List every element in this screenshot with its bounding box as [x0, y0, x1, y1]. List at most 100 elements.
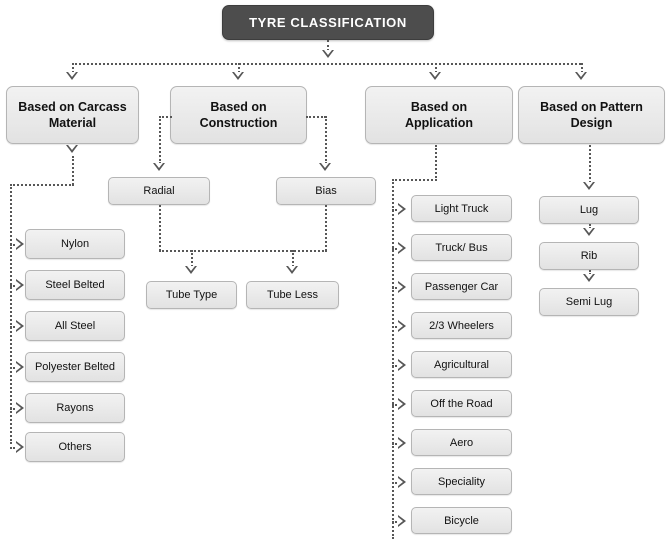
- node-bias[interactable]: Bias: [276, 177, 376, 205]
- leaf-label: Bias: [315, 185, 337, 197]
- connector-construction-right-elbow: [306, 116, 326, 118]
- leaf-node-truck-bus[interactable]: Truck/ Bus: [411, 234, 512, 261]
- leaf-label: Others: [58, 441, 92, 453]
- branch-node-construction[interactable]: Based on Construction: [170, 86, 307, 144]
- connector-carcass-tick-4: [10, 408, 18, 410]
- connector-application-tick-3: [392, 326, 400, 328]
- leaf-label: Speciality: [437, 475, 486, 488]
- arrow-application-item-5: [398, 398, 406, 410]
- arrow-rib-down: [583, 228, 595, 236]
- leaf-node-agricultural[interactable]: Agricultural: [411, 351, 512, 378]
- branch-pattern-label-line2: Design: [570, 116, 613, 130]
- leaf-label: All Steel: [54, 320, 96, 332]
- arrow-application-item-3: [398, 320, 406, 332]
- connector-carcass-stem: [72, 156, 74, 185]
- node-rib[interactable]: Rib: [539, 242, 639, 270]
- leaf-node-off-the-road[interactable]: Off the Road: [411, 390, 512, 417]
- connector-carcass-tick-2: [10, 326, 18, 328]
- branch-construction-label-line1: Based on: [210, 100, 267, 114]
- branch-application-label-line1: Based on: [410, 100, 468, 114]
- arrow-carcass-item-3: [16, 361, 24, 373]
- leaf-label: Rayons: [56, 402, 94, 414]
- branch-pattern-label-line1: Based on Pattern: [540, 100, 643, 114]
- leaf-label: Nylon: [60, 238, 90, 250]
- arrow-lug-down: [583, 182, 595, 190]
- connector-level1-bus: [72, 63, 581, 65]
- connector-application-tick-4: [392, 365, 400, 367]
- leaf-node-all-steel[interactable]: All Steel: [25, 311, 125, 341]
- connector-drop-application: [435, 63, 437, 73]
- arrow-carcass-item-2: [16, 320, 24, 332]
- arrow-application-item-2: [398, 281, 406, 293]
- connector-drop-tube-less: [292, 250, 294, 267]
- arrow-application-item-8: [398, 515, 406, 527]
- arrow-semi-lug-down: [583, 274, 595, 282]
- branch-carcass-label-line1: Based on Carcass: [18, 100, 127, 114]
- connector-carcass-tick-3: [10, 367, 18, 369]
- root-node-label: TYRE CLASSIFICATION: [249, 14, 407, 30]
- arrow-construction-down: [232, 72, 244, 80]
- leaf-label: Semi Lug: [565, 296, 613, 308]
- arrow-carcass-item-4: [16, 402, 24, 414]
- leaf-node-polyester-belted[interactable]: Polyester Belted: [25, 352, 125, 382]
- leaf-label: Rib: [580, 250, 598, 262]
- connector-drop-tube-type: [191, 250, 193, 267]
- leaf-label: Aero: [449, 436, 474, 449]
- leaf-label: Polyester Belted: [34, 361, 116, 373]
- connector-rib-to-semi-lug: [589, 270, 591, 275]
- node-lug[interactable]: Lug: [539, 196, 639, 224]
- connector-carcass-elbow: [10, 184, 74, 186]
- connector-application-tick-8: [392, 521, 400, 523]
- arrow-application-item-0: [398, 203, 406, 215]
- branch-carcass-label-line2: Material: [48, 116, 97, 130]
- leaf-node-aero[interactable]: Aero: [411, 429, 512, 456]
- connector-bias-stem: [325, 116, 327, 164]
- connector-application-tick-2: [392, 287, 400, 289]
- connector-application-spine: [392, 179, 394, 539]
- connector-application-tick-1: [392, 248, 400, 250]
- arrow-carcass-item-0: [16, 238, 24, 250]
- leaf-node-bicycle[interactable]: Bicycle: [411, 507, 512, 534]
- leaf-node-others[interactable]: Others: [25, 432, 125, 462]
- arrow-carcass-down: [66, 72, 78, 80]
- leaf-node-passenger-car[interactable]: Passenger Car: [411, 273, 512, 300]
- connector-drop-construction: [238, 63, 240, 73]
- branch-node-carcass-material[interactable]: Based on Carcass Material: [6, 86, 139, 144]
- leaf-node-rayons[interactable]: Rayons: [25, 393, 125, 423]
- connector-lug-to-rib: [589, 224, 591, 229]
- node-tube-less[interactable]: Tube Less: [246, 281, 339, 309]
- arrow-carcass-stem-down: [66, 145, 78, 153]
- leaf-label: Steel Belted: [45, 279, 105, 291]
- connector-application-tick-7: [392, 482, 400, 484]
- connector-bias-down: [325, 205, 327, 251]
- arrow-carcass-item-1: [16, 279, 24, 291]
- leaf-label: Light Truck: [434, 202, 489, 215]
- arrow-application-item-1: [398, 242, 406, 254]
- leaf-node-speciality[interactable]: Speciality: [411, 468, 512, 495]
- leaf-node-steel-belted[interactable]: Steel Belted: [25, 270, 125, 300]
- connector-construction-merge-bus: [159, 250, 327, 252]
- connector-application-tick-6: [392, 443, 400, 445]
- arrow-root-down: [322, 50, 334, 58]
- node-radial[interactable]: Radial: [108, 177, 210, 205]
- branch-node-pattern-design[interactable]: Based on Pattern Design: [518, 86, 665, 144]
- leaf-label: 2/3 Wheelers: [429, 319, 494, 332]
- connector-application-tick-5: [392, 404, 400, 406]
- connector-application-tick-0: [392, 209, 400, 211]
- leaf-node-light-truck[interactable]: Light Truck: [411, 195, 512, 222]
- root-node-tyre-classification[interactable]: TYRE CLASSIFICATION: [222, 5, 434, 40]
- leaf-label: Off the Road: [430, 397, 493, 410]
- leaf-label: Passenger Car: [424, 280, 499, 293]
- leaf-node-2-3-wheelers[interactable]: 2/3 Wheelers: [411, 312, 512, 339]
- arrow-carcass-item-5: [16, 441, 24, 453]
- arrow-application-item-7: [398, 476, 406, 488]
- leaf-label: Agricultural: [433, 358, 490, 371]
- connector-application-stem: [435, 145, 437, 181]
- branch-node-application[interactable]: Based on Application: [365, 86, 513, 144]
- node-tube-type[interactable]: Tube Type: [146, 281, 237, 309]
- arrow-application-item-4: [398, 359, 406, 371]
- node-semi-lug[interactable]: Semi Lug: [539, 288, 639, 316]
- leaf-node-nylon[interactable]: Nylon: [25, 229, 125, 259]
- connector-carcass-tick-1: [10, 285, 18, 287]
